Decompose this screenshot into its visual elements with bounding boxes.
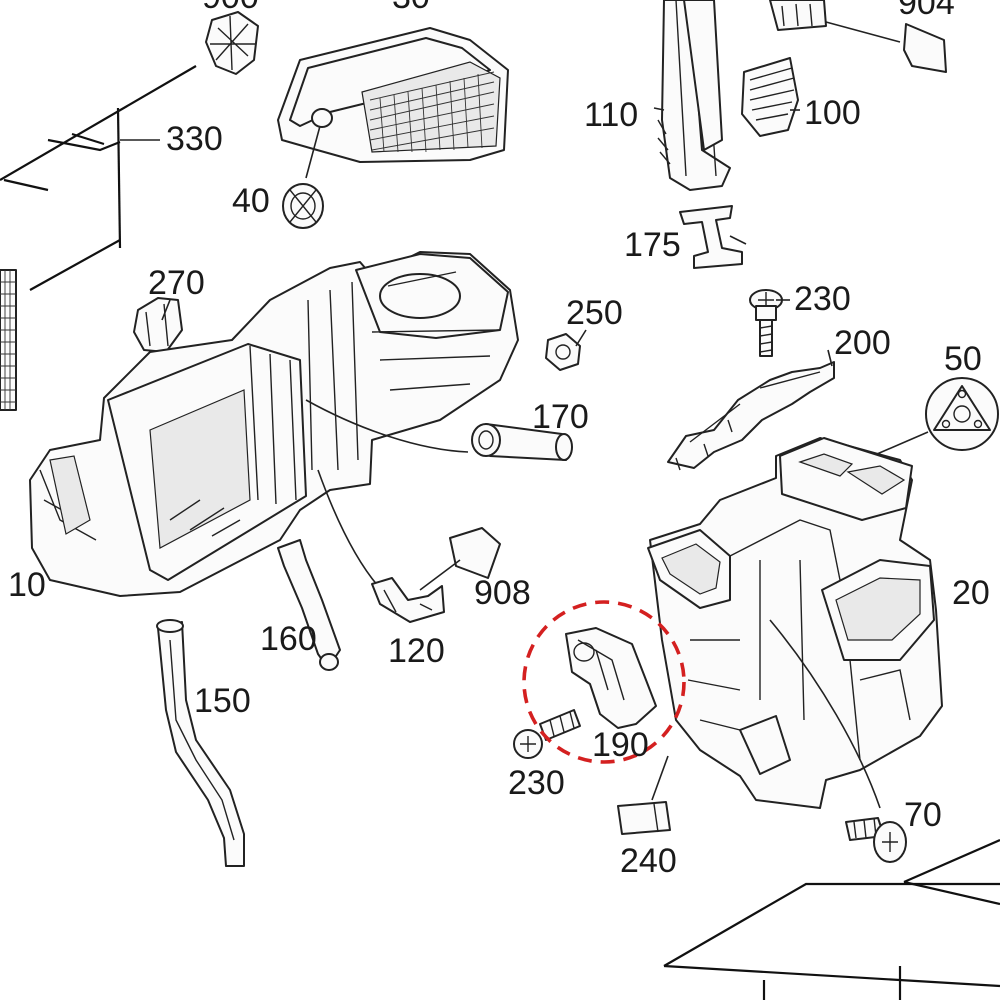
label-175: 175 <box>624 226 681 264</box>
part-175 <box>679 205 743 269</box>
part-330 <box>0 65 197 291</box>
part-900 <box>205 11 259 75</box>
label-160: 160 <box>260 620 317 658</box>
part-908 <box>419 527 501 591</box>
part-160 <box>277 539 341 671</box>
label-120: 120 <box>388 632 445 670</box>
part-20 <box>647 437 943 809</box>
highlight-circle-190 <box>522 600 686 764</box>
label-20: 20 <box>952 574 990 612</box>
label-10: 10 <box>8 566 46 604</box>
part-100 <box>741 57 799 137</box>
part-230-bottom-screw <box>513 709 581 759</box>
part-190 <box>565 627 657 729</box>
part-170 <box>471 423 573 461</box>
label-250: 250 <box>566 294 623 332</box>
bottom-frame <box>663 838 1000 1000</box>
part-10 <box>29 251 519 597</box>
label-230-bottom: 230 <box>508 764 565 802</box>
part-120 <box>317 469 445 623</box>
part-904 <box>769 0 947 73</box>
label-200: 200 <box>834 324 891 362</box>
part-240 <box>617 755 671 835</box>
part-labels: 900 30 904 330 40 110 100 175 270 230 25… <box>8 0 990 880</box>
label-110: 110 <box>584 96 638 134</box>
label-170: 170 <box>532 398 589 436</box>
part-150 <box>156 619 245 867</box>
label-330: 330 <box>166 120 223 158</box>
label-100: 100 <box>804 94 861 132</box>
label-900: 900 <box>202 0 259 16</box>
part-filter-edge <box>0 269 17 411</box>
part-270 <box>133 297 183 353</box>
label-908: 908 <box>474 574 531 612</box>
part-40 <box>282 125 324 229</box>
label-50: 50 <box>944 340 982 378</box>
label-904: 904 <box>898 0 955 22</box>
label-190: 190 <box>592 726 649 764</box>
part-230-top-screw <box>749 289 783 357</box>
part-30 <box>277 27 509 163</box>
label-270: 270 <box>148 264 205 302</box>
label-70: 70 <box>904 796 942 834</box>
label-230-top: 230 <box>794 280 851 318</box>
part-200 <box>667 361 835 471</box>
label-240: 240 <box>620 842 677 880</box>
part-110 <box>657 0 731 191</box>
label-30: 30 <box>392 0 430 16</box>
part-250-nut <box>545 333 581 371</box>
part-70 <box>845 817 907 863</box>
leader-lines <box>161 107 833 367</box>
label-150: 150 <box>194 682 251 720</box>
label-40: 40 <box>232 182 270 220</box>
